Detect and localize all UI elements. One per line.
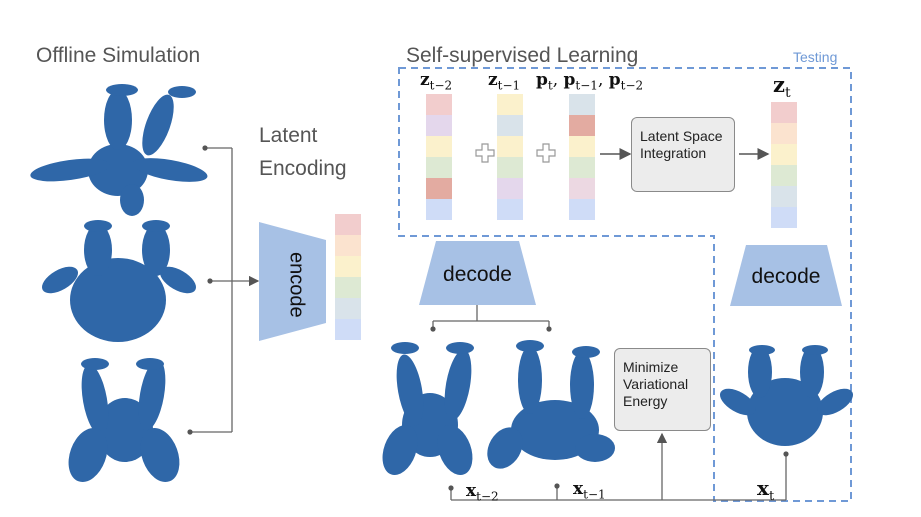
offline-simulation-label: Offline Simulation xyxy=(36,44,201,67)
latent-cell xyxy=(569,136,595,157)
latent-cell xyxy=(335,277,361,298)
z-t-minus-1-label: zt−1 xyxy=(488,70,521,93)
x-t-minus-1-label: xt−1 xyxy=(573,479,606,502)
latent-cell xyxy=(771,123,797,144)
latent-label-line1: Latent xyxy=(259,124,318,147)
decode-label-right: decode xyxy=(751,265,821,288)
latent-cell xyxy=(569,115,595,136)
latent-cell xyxy=(497,136,523,157)
encoder-shape xyxy=(259,222,326,341)
x-t-label: xt xyxy=(757,476,775,504)
latent-cell xyxy=(426,157,452,178)
z-t-minus-2-label: zt−2 xyxy=(420,70,453,93)
latent-cell xyxy=(335,214,361,235)
latent-cell xyxy=(569,199,595,220)
latent-cell xyxy=(426,115,452,136)
latent-cell xyxy=(497,115,523,136)
latent-vector-p xyxy=(569,94,595,220)
latent-cell xyxy=(426,94,452,115)
encode-label: encode xyxy=(285,252,308,318)
mesh-figure-decoded-2 xyxy=(487,340,615,469)
offline-bracket xyxy=(190,147,260,433)
decoder-shape-right xyxy=(730,245,842,306)
latent-cell xyxy=(497,157,523,178)
x-t-minus-2-label: xt−2 xyxy=(466,481,499,504)
self-supervised-label: Self-supervised Learning xyxy=(406,44,639,67)
decoder-shape-left xyxy=(419,241,536,305)
latent-cell xyxy=(426,199,452,220)
latent-cell xyxy=(771,207,797,228)
p-list-label: pt, pt−1, pt−2 xyxy=(536,70,644,93)
mesh-figure-1 xyxy=(30,84,208,216)
testing-dashed-region xyxy=(398,67,852,502)
mesh-figure-output xyxy=(719,345,854,446)
latent-cell xyxy=(569,178,595,199)
latent-cell xyxy=(426,178,452,199)
latent-cell xyxy=(771,102,797,123)
latent-cell xyxy=(771,144,797,165)
z-t-label: zt xyxy=(773,72,791,102)
latent-cell xyxy=(426,136,452,157)
latent-cell xyxy=(335,256,361,277)
latent-cell xyxy=(497,94,523,115)
latent-label-line2: Encoding xyxy=(259,157,347,180)
mesh-figure-decoded-1 xyxy=(382,342,474,476)
mesh-figure-2 xyxy=(41,220,197,342)
decode-label-left: decode xyxy=(443,263,512,286)
mesh-figure-3 xyxy=(68,358,180,483)
latent-cell xyxy=(771,165,797,186)
latent-vector-z-t-minus-1 xyxy=(497,94,523,220)
testing-label: Testing xyxy=(793,49,838,65)
plus-icon xyxy=(475,143,556,163)
latent-cell xyxy=(335,319,361,340)
latent-vector-encoded xyxy=(335,214,361,340)
latent-cell xyxy=(497,199,523,220)
latent-cell xyxy=(497,178,523,199)
latent-cell xyxy=(569,157,595,178)
latent-vector-z-t-minus-2 xyxy=(426,94,452,220)
minimize-variational-energy-box: Minimize Variational Energy xyxy=(614,348,711,431)
latent-cell xyxy=(335,235,361,256)
latent-cell xyxy=(569,94,595,115)
latent-space-integration-box: Latent Space Integration xyxy=(631,117,735,192)
latent-vector-z-t xyxy=(771,102,797,228)
latent-cell xyxy=(771,186,797,207)
latent-cell xyxy=(335,298,361,319)
